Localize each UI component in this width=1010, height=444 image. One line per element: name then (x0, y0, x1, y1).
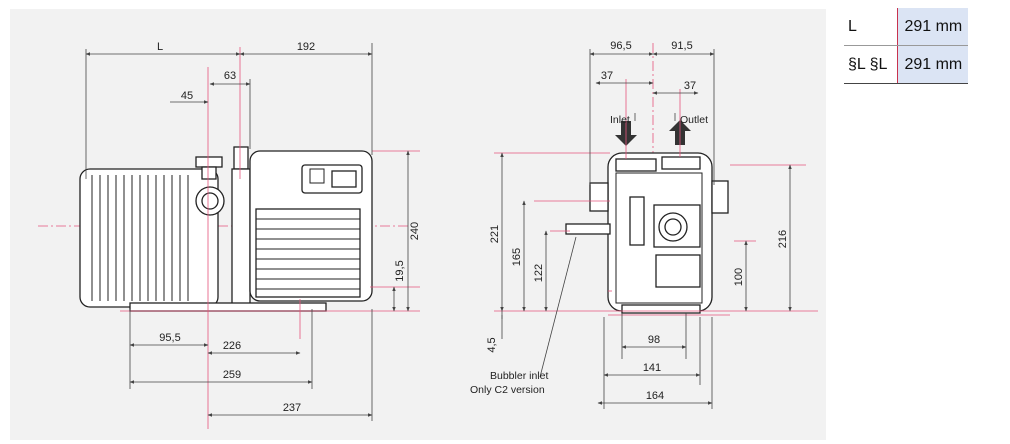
spec-value: 291 mm (897, 45, 969, 84)
pump-grille (255, 208, 361, 298)
dim-216: 216 (777, 230, 789, 248)
dim-192: 192 (297, 41, 315, 53)
dim-4-5: 4,5 (486, 337, 498, 352)
bubbler-label-line2: Only C2 version (470, 384, 545, 396)
dimension-drawing: L 192 63 45 240 19,5 95,5 226 259 237 (38, 40, 818, 429)
spec-row: §L §L 291 mm (844, 45, 969, 84)
dim-45: 45 (181, 90, 193, 102)
dim-37-right: 37 (684, 80, 696, 92)
inlet-label: Inlet (610, 114, 630, 126)
dim-240: 240 (409, 222, 421, 240)
dim-259: 259 (223, 369, 241, 381)
side-view-dimensions (85, 43, 410, 421)
dimension-spec-table: L 291 mm §L §L 291 mm (844, 8, 969, 84)
spec-key: §L §L (844, 45, 899, 84)
dim-37-left: 37 (601, 70, 613, 82)
bubbler-label-line1: Bubbler inlet (490, 370, 548, 382)
side-view-pump (38, 47, 420, 429)
motor-fins (91, 175, 189, 301)
dim-L: L (157, 41, 163, 53)
dim-226: 226 (223, 340, 241, 352)
end-view-pump (494, 43, 818, 316)
dim-95-5: 95,5 (159, 332, 180, 344)
dim-237: 237 (283, 402, 301, 414)
outlet-label: Outlet (680, 114, 708, 126)
dimension-drawing-panel: L 192 63 45 240 19,5 95,5 226 259 237 (10, 9, 826, 440)
spec-value: 291 mm (897, 8, 969, 46)
dim-96-5: 96,5 (610, 40, 631, 52)
dim-141: 141 (643, 362, 661, 374)
dim-122: 122 (533, 264, 545, 282)
dim-19-5: 19,5 (394, 260, 406, 281)
spec-row: L 291 mm (844, 8, 969, 46)
dim-100: 100 (733, 268, 745, 286)
spec-key: L (844, 8, 899, 46)
dim-91-5: 91,5 (671, 40, 692, 52)
dim-98: 98 (648, 334, 660, 346)
dim-165: 165 (511, 248, 523, 266)
dim-63: 63 (224, 70, 236, 82)
dim-221: 221 (489, 225, 501, 243)
dim-164: 164 (646, 390, 664, 402)
end-view-dimensions (500, 49, 792, 409)
